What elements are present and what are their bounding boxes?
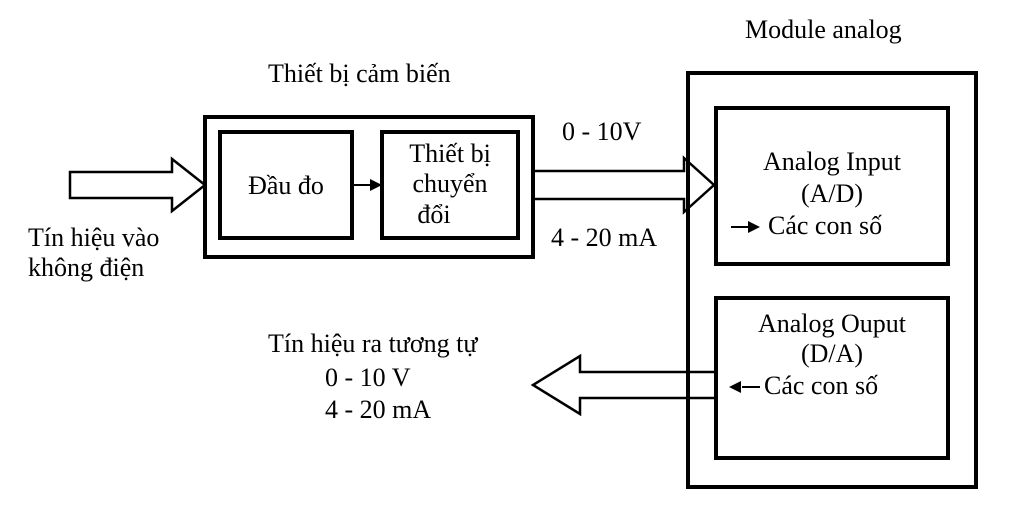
output-signal-current: 4 - 20 mA <box>325 395 432 424</box>
output-digits-arrowhead <box>729 381 741 393</box>
analog-output-digits: Các con số <box>764 371 879 400</box>
output-signal-title: Tín hiệu ra tương tự <box>268 329 478 358</box>
converter-line-1: Thiết bị <box>409 139 491 168</box>
input-signal-arrow <box>68 156 208 214</box>
output-signal-arrow <box>530 353 718 417</box>
probe-label: Đầu đo <box>248 171 324 200</box>
converter-line-3: đổi <box>417 200 451 229</box>
analog-input-title: Analog Input <box>763 147 901 176</box>
analog-input-code: (A/D) <box>800 179 864 208</box>
analog-output-code: (D/A) <box>800 339 864 368</box>
input-digits-arrowhead <box>748 221 760 233</box>
signal-voltage-label: 0 - 10V <box>562 117 642 146</box>
signal-current-label: 4 - 20 mA <box>551 223 658 252</box>
converter-line-2: chuyển <box>412 169 488 198</box>
input-signal-line-1: Tín hiệu vào <box>28 223 160 252</box>
probe-to-converter-arrowhead <box>370 179 382 191</box>
input-signal-line-2: không điện <box>28 253 145 282</box>
analog-output-title: Analog Ouput <box>757 309 907 338</box>
output-signal-voltage: 0 - 10 V <box>325 363 411 392</box>
sensor-to-module-arrow <box>531 155 716 215</box>
module-analog-box <box>686 71 978 489</box>
module-analog-title: Module analog <box>745 15 902 44</box>
analog-input-box <box>714 106 950 266</box>
sensor-device-title: Thiết bị cảm biến <box>268 59 451 88</box>
analog-input-digits: Các con số <box>768 211 883 240</box>
